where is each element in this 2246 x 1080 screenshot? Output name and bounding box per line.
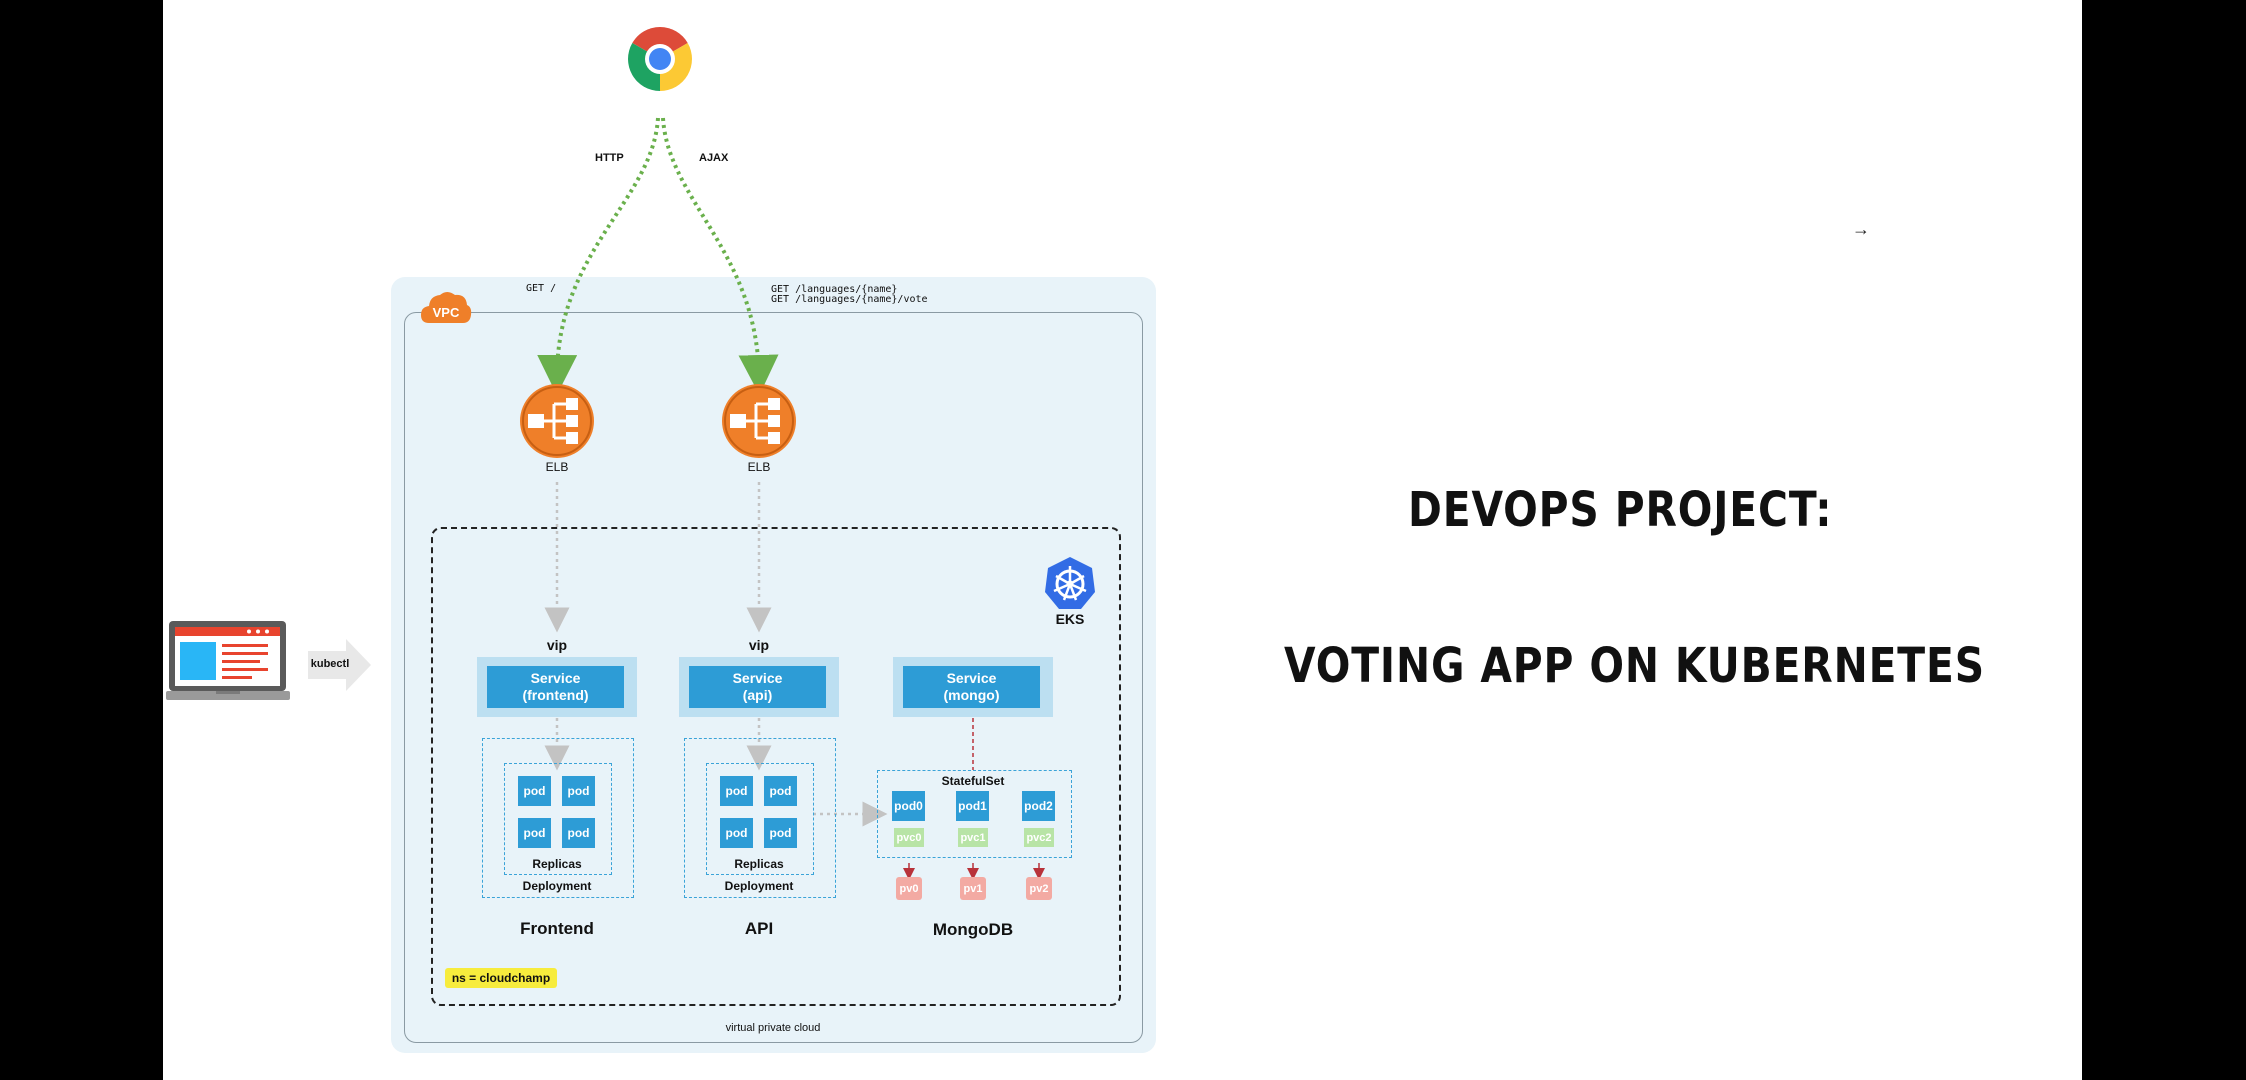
api-service-subtitle: (api) xyxy=(742,687,773,703)
mongo-pvc: pvc0 xyxy=(894,828,924,847)
elb-api-icon xyxy=(722,384,796,458)
api-vip-label: vip xyxy=(748,637,770,653)
frontend-service: Service (frontend) xyxy=(477,657,637,717)
headline-line1: DevOps Project: xyxy=(1408,482,1833,538)
frontend-replicas xyxy=(504,763,612,875)
mongo-pv: pv1 xyxy=(960,877,986,900)
frontend-service-title: Service xyxy=(530,670,581,686)
frontend-pod: pod xyxy=(518,818,551,848)
api-request-label-2: GET /languages/{name}/vote xyxy=(771,294,928,305)
frontend-deployment xyxy=(482,738,634,898)
api-pod: pod xyxy=(720,818,753,848)
api-replicas-label: Replicas xyxy=(734,857,784,871)
kubectl-arrow-icon xyxy=(308,639,371,691)
elb-api-label: ELB xyxy=(747,460,771,474)
frontend-replicas-label: Replicas xyxy=(532,857,582,871)
statefulset-label: StatefulSet xyxy=(941,774,1005,788)
frontend-pod: pod xyxy=(562,776,595,806)
api-pod: pod xyxy=(764,818,797,848)
frontend-pod: pod xyxy=(562,818,595,848)
mongo-pod: pod0 xyxy=(892,791,925,821)
mongo-pv: pv2 xyxy=(1026,877,1052,900)
api-service-box: Service (api) xyxy=(689,666,826,708)
frontend-service-box: Service (frontend) xyxy=(487,666,624,708)
api-pod: pod xyxy=(720,776,753,806)
mongo-name: MongoDB xyxy=(932,920,1014,939)
mongo-pvc: pvc1 xyxy=(958,828,988,847)
laptop-icon xyxy=(166,621,290,700)
mongo-pod: pod1 xyxy=(956,791,989,821)
mongo-pv: pv0 xyxy=(896,877,922,900)
mongo-statefulset xyxy=(877,770,1072,858)
eks-cluster-boundary xyxy=(431,527,1121,1006)
headline-line2: Voting App on Kubernetes xyxy=(1284,638,1985,694)
elb-frontend-icon xyxy=(520,384,594,458)
api-request-label-1: GET /languages/{name} xyxy=(771,284,898,295)
api-replicas xyxy=(706,763,814,875)
kubectl-label: kubectl xyxy=(310,658,350,670)
frontend-request-label: GET / xyxy=(526,283,557,294)
api-service-title: Service xyxy=(732,670,783,686)
api-deployment xyxy=(684,738,836,898)
connector-lines xyxy=(537,117,1045,880)
frontend-pod: pod xyxy=(518,776,551,806)
api-service: Service (api) xyxy=(679,657,839,717)
frontend-service-subtitle: (frontend) xyxy=(522,687,589,703)
vpc-badge-label: VPC xyxy=(432,305,460,320)
api-deployment-label: Deployment xyxy=(724,879,794,893)
frontend-deployment-label: Deployment xyxy=(522,879,592,893)
mongo-service-box: Service (mongo) xyxy=(903,666,1040,708)
vpc-cloud-icon xyxy=(421,292,472,323)
mongo-pvc: pvc2 xyxy=(1024,828,1054,847)
slide: VPC virtual private cloud EKS ns = cloud… xyxy=(163,0,2082,1080)
elb-frontend-label: ELB xyxy=(545,460,569,474)
chrome-icon xyxy=(628,27,692,91)
api-name: API xyxy=(744,919,774,938)
http-label: HTTP xyxy=(595,152,624,164)
api-pod: pod xyxy=(764,776,797,806)
kubernetes-icon xyxy=(1045,557,1095,609)
mongo-service-subtitle: (mongo) xyxy=(943,687,1000,703)
mongo-service: Service (mongo) xyxy=(893,657,1053,717)
mongo-pod: pod2 xyxy=(1022,791,1055,821)
frontend-vip-label: vip xyxy=(546,637,568,653)
vpc-boundary xyxy=(404,312,1143,1043)
arrow-right-icon[interactable]: → xyxy=(1852,219,1870,239)
eks-label: EKS xyxy=(1055,611,1085,627)
vpc-caption: virtual private cloud xyxy=(725,1022,821,1034)
mongo-service-title: Service xyxy=(946,670,997,686)
ajax-label: AJAX xyxy=(699,152,729,164)
frontend-name: Frontend xyxy=(520,919,594,938)
namespace-tag: ns = cloudchamp xyxy=(445,968,557,988)
